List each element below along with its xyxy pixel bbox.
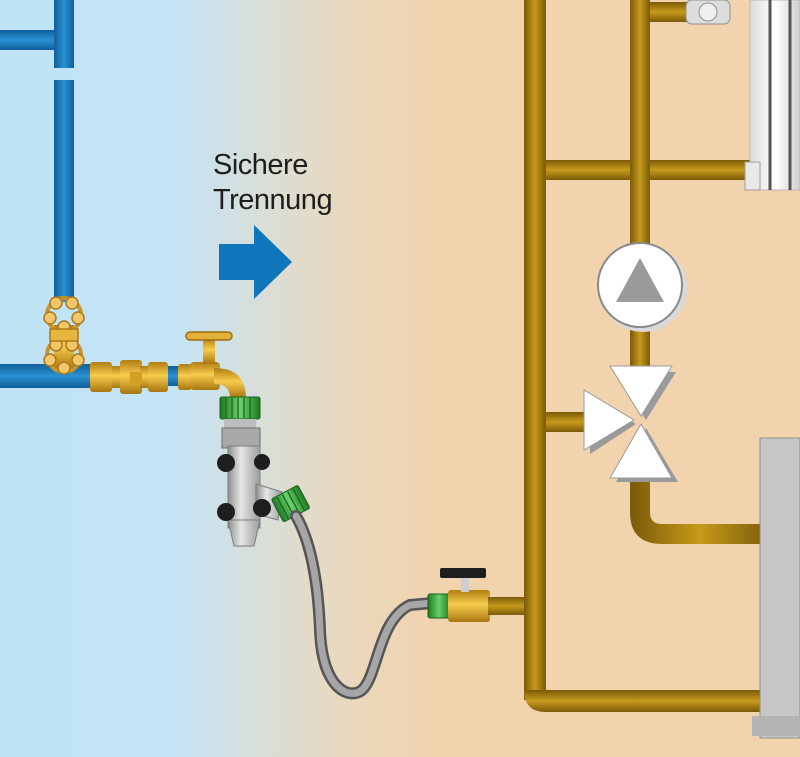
shutoff-valve-icon [43,296,85,375]
brass-fittings [90,360,192,394]
fill-valve-icon [427,568,524,622]
caption-line-2: Trennung [213,184,333,216]
caption-line-1: Sichere [213,149,308,181]
heating-pipes [524,0,770,712]
boiler-icon [752,437,800,739]
radiator-icon [685,0,800,191]
system-separator-icon [217,419,283,547]
separation-caption: Sichere Trennung [213,148,333,218]
filling-hose-highlight [292,512,436,697]
water-tap-icon [185,331,246,398]
three-way-valve-icon [583,365,678,482]
direction-arrow-icon [219,225,292,299]
circulation-pump-icon [597,242,687,332]
tap-connector [219,396,261,420]
